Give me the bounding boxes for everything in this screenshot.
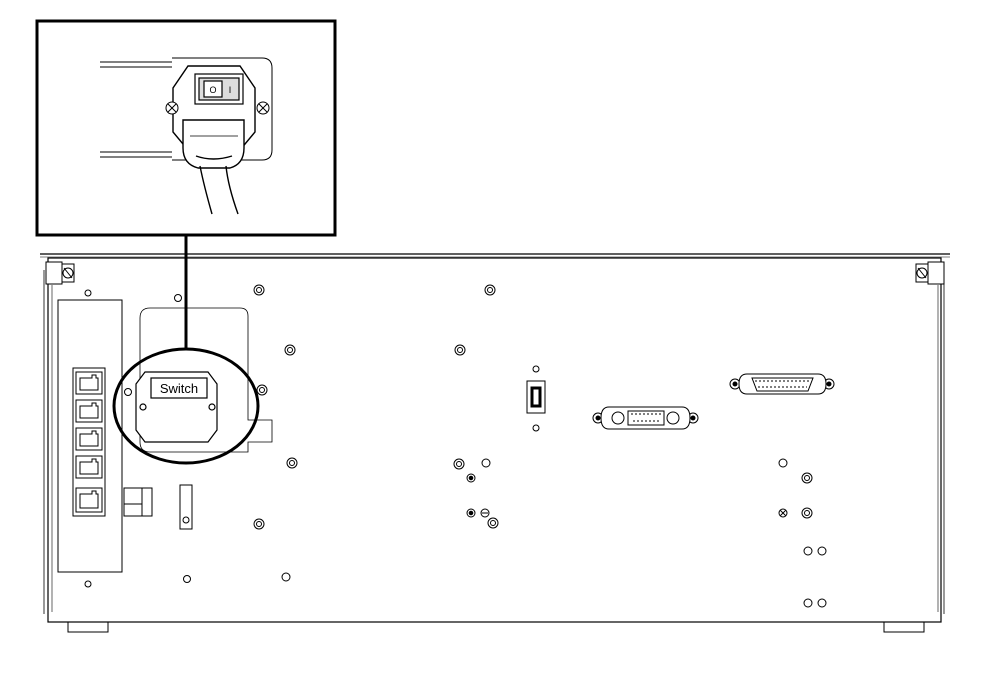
hole bbox=[778, 458, 788, 468]
square-plate bbox=[123, 487, 153, 517]
inset-screw-left bbox=[165, 101, 179, 115]
small-holes bbox=[84, 289, 827, 608]
screw bbox=[454, 344, 466, 356]
screw bbox=[286, 457, 298, 469]
screw bbox=[284, 344, 296, 356]
corner-bracket-right bbox=[915, 261, 945, 285]
mounting-screws bbox=[174, 284, 813, 530]
hole bbox=[817, 546, 827, 556]
screw bbox=[256, 384, 268, 396]
foot-left bbox=[67, 622, 109, 633]
screw bbox=[453, 458, 465, 470]
rocker-on-glyph: I bbox=[229, 85, 232, 95]
dsub-combo-connector bbox=[592, 406, 699, 430]
screw bbox=[801, 507, 813, 519]
vertical-slot bbox=[179, 484, 193, 530]
corner-bracket-left bbox=[45, 261, 75, 285]
hdmi-port bbox=[526, 365, 546, 432]
screw bbox=[253, 284, 265, 296]
inset-power-cable bbox=[195, 155, 239, 215]
hole bbox=[803, 598, 813, 608]
ethernet-port-4 bbox=[75, 455, 103, 479]
power-module-plate bbox=[139, 307, 273, 453]
ethernet-port-3 bbox=[75, 427, 103, 451]
zoom-inset: O I bbox=[35, 19, 337, 237]
ethernet-port-1 bbox=[75, 371, 103, 395]
switch-label-box bbox=[150, 377, 208, 399]
screw bbox=[484, 284, 496, 296]
hole bbox=[817, 598, 827, 608]
rocker-switch: O I bbox=[194, 73, 244, 105]
hole bbox=[124, 388, 132, 396]
screw bbox=[487, 517, 499, 529]
chassis bbox=[40, 253, 950, 633]
foot-right bbox=[883, 622, 925, 633]
screw bbox=[801, 472, 813, 484]
inset-plug-body bbox=[182, 119, 245, 169]
ground-terminals bbox=[466, 473, 788, 518]
hole bbox=[481, 458, 491, 468]
hole bbox=[281, 572, 291, 582]
inset-screw-right bbox=[256, 101, 270, 115]
power-inlet-switch: Switch bbox=[135, 371, 218, 443]
switch-label: Switch bbox=[160, 381, 198, 396]
screw bbox=[174, 294, 182, 302]
network-module bbox=[57, 299, 123, 573]
hole bbox=[84, 289, 92, 297]
hole bbox=[803, 546, 813, 556]
screw bbox=[253, 518, 265, 530]
rocker-off-glyph: O bbox=[209, 85, 216, 95]
dsub25-connector bbox=[729, 373, 835, 395]
ethernet-port-5 bbox=[75, 487, 103, 513]
hole bbox=[183, 575, 191, 583]
hole bbox=[84, 580, 92, 588]
ethernet-port-2 bbox=[75, 399, 103, 423]
